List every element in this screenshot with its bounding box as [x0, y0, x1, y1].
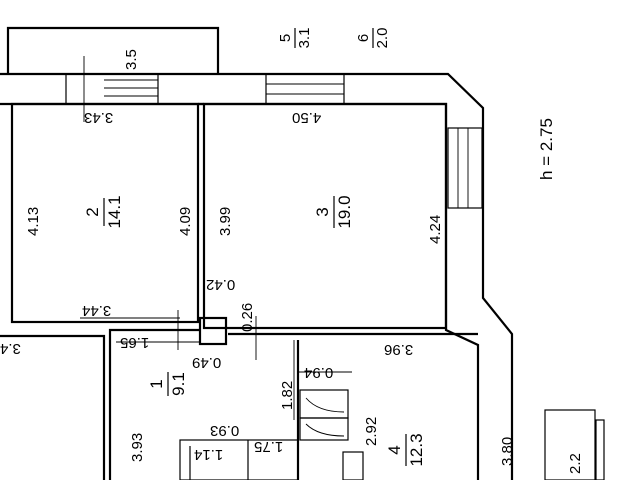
dim-balcony: 3.5: [123, 49, 140, 70]
room-6-area: 2.0: [374, 28, 391, 49]
room-3-number: 3: [313, 207, 332, 216]
dim-hall-a: 1.65: [120, 334, 149, 351]
room-2-area: 14.1: [105, 195, 124, 228]
room-2-label: 2 14.1: [83, 195, 124, 228]
ceiling-height: h = 2.75: [537, 118, 556, 180]
dimension-lines: [80, 310, 352, 420]
bathroom-block: [179, 439, 299, 480]
dim-hall-b: 0.49: [192, 354, 221, 371]
dim-closet-w: 0.94: [304, 364, 333, 381]
dim-room4-top: 3.96: [384, 341, 413, 358]
room-1-label: 1 9.1: [147, 372, 188, 396]
room-3-label: 3 19.0: [313, 195, 354, 228]
dim-bath-b: 1.75: [254, 438, 283, 455]
dim-room2-bottom: 3.44: [82, 302, 111, 319]
room-4-number: 4: [385, 445, 404, 454]
dimension-values: 3.5 4.13 4.09 3.99 4.24 0.26 1.82 2.92 3…: [0, 49, 584, 474]
hall-left-wall: [108, 328, 200, 480]
dim-room2-top: 3.43: [84, 109, 113, 126]
room-1-area: 9.1: [169, 372, 188, 396]
closet-2: [299, 417, 349, 441]
dim-room4-right: 3.80: [499, 437, 516, 466]
room-1-number: 1: [147, 379, 166, 388]
window-room-3: [265, 73, 345, 105]
dim-room2-left: 4.13: [25, 207, 42, 236]
room-6-number: 6: [355, 34, 372, 42]
room-6-label: 6 2.0: [355, 28, 391, 49]
closet-1: [299, 389, 349, 419]
dim-bath-c: 1.14: [194, 446, 223, 463]
dim-room3-bottom-b: 0.26: [239, 303, 256, 332]
dim-room3-right: 4.24: [427, 215, 444, 244]
dim-right-edge: 2.2: [567, 453, 584, 474]
window-room-3-right: [447, 127, 483, 209]
room-4-label: 4 12.3: [385, 433, 426, 466]
dim-room4-mid: 2.92: [363, 417, 380, 446]
dim-bath-a: 0.93: [210, 422, 239, 439]
dim-room3-bottom-a: 0.42: [206, 276, 235, 293]
outer-right-wall: [0, 72, 514, 480]
dim-room3-top: 4.50: [292, 109, 321, 126]
right-block: [544, 409, 596, 480]
dim-room3-left: 3.99: [217, 207, 234, 236]
dim-closet-h: 1.82: [279, 381, 296, 410]
window-room-2: [65, 56, 159, 122]
room-5-number: 5: [277, 34, 294, 42]
balcony-outline: [6, 26, 220, 74]
room-5-area: 3.1: [296, 28, 313, 49]
column: [198, 316, 228, 346]
windows: [65, 56, 483, 209]
dim-left-edge: 3.4: [0, 340, 21, 357]
walls: [0, 26, 605, 480]
left-lower-wall: [0, 334, 106, 480]
room-2-number: 2: [83, 207, 102, 216]
dim-room2-right: 4.09: [177, 207, 194, 236]
dim-room1-left: 3.93: [129, 433, 146, 462]
room-5-label: 5 3.1: [277, 28, 313, 49]
room-4-area: 12.3: [407, 433, 426, 466]
room-3-area: 19.0: [335, 195, 354, 228]
